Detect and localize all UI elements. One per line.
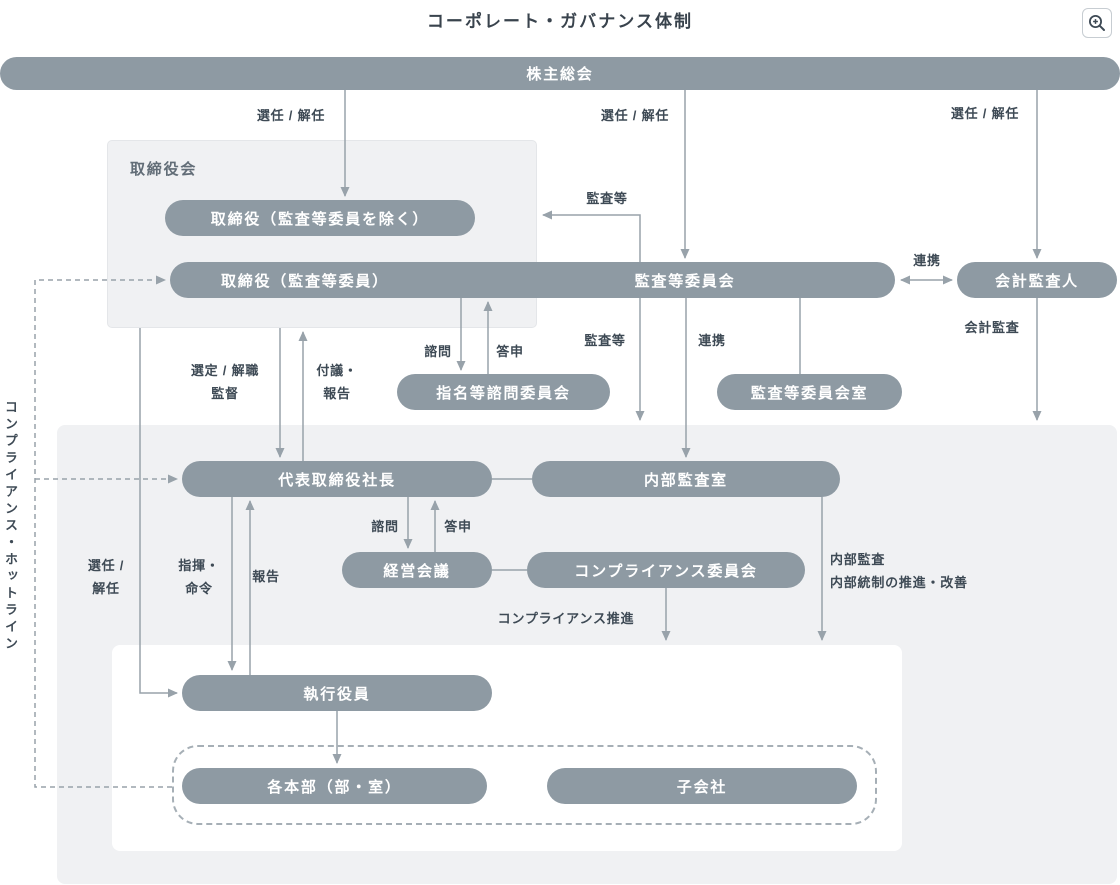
edge-label-appoint-dismiss-board: 選任 / 解任 xyxy=(87,558,125,596)
hotline-scope-dashed-box xyxy=(172,745,877,825)
node-shareholders-meeting: 株主総会 xyxy=(0,57,1120,90)
edge-label-accounting-audit: 会計監査 xyxy=(964,320,1020,335)
edge-label-appoint-dismiss-mid: 選任 / 解任 xyxy=(600,108,670,123)
edge-label-report: 報告 xyxy=(252,569,280,584)
node-audit-committee-bar: 取締役（監査等委員） 監査等委員会 xyxy=(170,262,895,298)
node-internal-audit-office: 内部監査室 xyxy=(532,461,840,497)
edge-label-submit-report: 付議・ 報告 xyxy=(316,363,358,401)
node-president: 代表取締役社長 xyxy=(182,461,492,497)
arrow-audit-committee-to-board xyxy=(542,210,641,262)
node-audit-committee-office: 監査等委員会室 xyxy=(717,374,902,410)
edge-label-compliance-promotion: コンプライアンス推進 xyxy=(497,611,635,626)
node-accounting-auditor: 会計監査人 xyxy=(957,262,1117,298)
edge-label-audit-lower: 監査等 xyxy=(584,333,626,348)
hotline-label: コンプライアンス・ホットライン xyxy=(3,400,18,654)
node-subsidiaries: 子会社 xyxy=(547,768,857,804)
node-divisions: 各本部（部・室） xyxy=(182,768,487,804)
edge-label-select-dismiss-supervise: 選定 / 解職 監督 xyxy=(190,363,260,401)
edge-label-appoint-dismiss-left: 選任 / 解任 xyxy=(256,108,326,123)
node-audit-committee: 監査等委員会 xyxy=(634,272,736,290)
edge-label-cooperation-lower: 連携 xyxy=(698,333,726,348)
node-nomination-advisory-committee: 指名等諮問委員会 xyxy=(397,374,610,410)
edge-label-reply-lower: 答申 xyxy=(444,519,472,534)
edge-label-internal-audit: 内部監査 内部統制の推進・改善 xyxy=(830,552,968,590)
edge-label-command: 指揮・ 命令 xyxy=(178,558,220,596)
edge-label-appoint-dismiss-right: 選任 / 解任 xyxy=(950,106,1020,121)
edge-label-consult-upper: 諮問 xyxy=(424,344,452,359)
board-box-label: 取締役会 xyxy=(130,161,198,178)
node-management-council: 経営会議 xyxy=(342,552,492,588)
page-title: コーポレート・ガバナンス体制 xyxy=(426,12,694,31)
node-directors-excl-audit: 取締役（監査等委員を除く） xyxy=(165,200,475,236)
edge-label-reply-upper: 答申 xyxy=(496,344,524,359)
edge-label-cooperation-upper: 連携 xyxy=(913,253,941,268)
edge-label-audit-upper: 監査等 xyxy=(586,191,628,206)
node-compliance-committee: コンプライアンス委員会 xyxy=(527,552,805,588)
node-executive-officers: 執行役員 xyxy=(182,675,492,711)
zoom-button[interactable] xyxy=(1082,8,1112,38)
edge-label-consult-lower: 諮問 xyxy=(371,519,399,534)
node-directors-audit-members: 取締役（監査等委員） xyxy=(220,272,389,290)
zoom-in-icon xyxy=(1089,15,1105,31)
